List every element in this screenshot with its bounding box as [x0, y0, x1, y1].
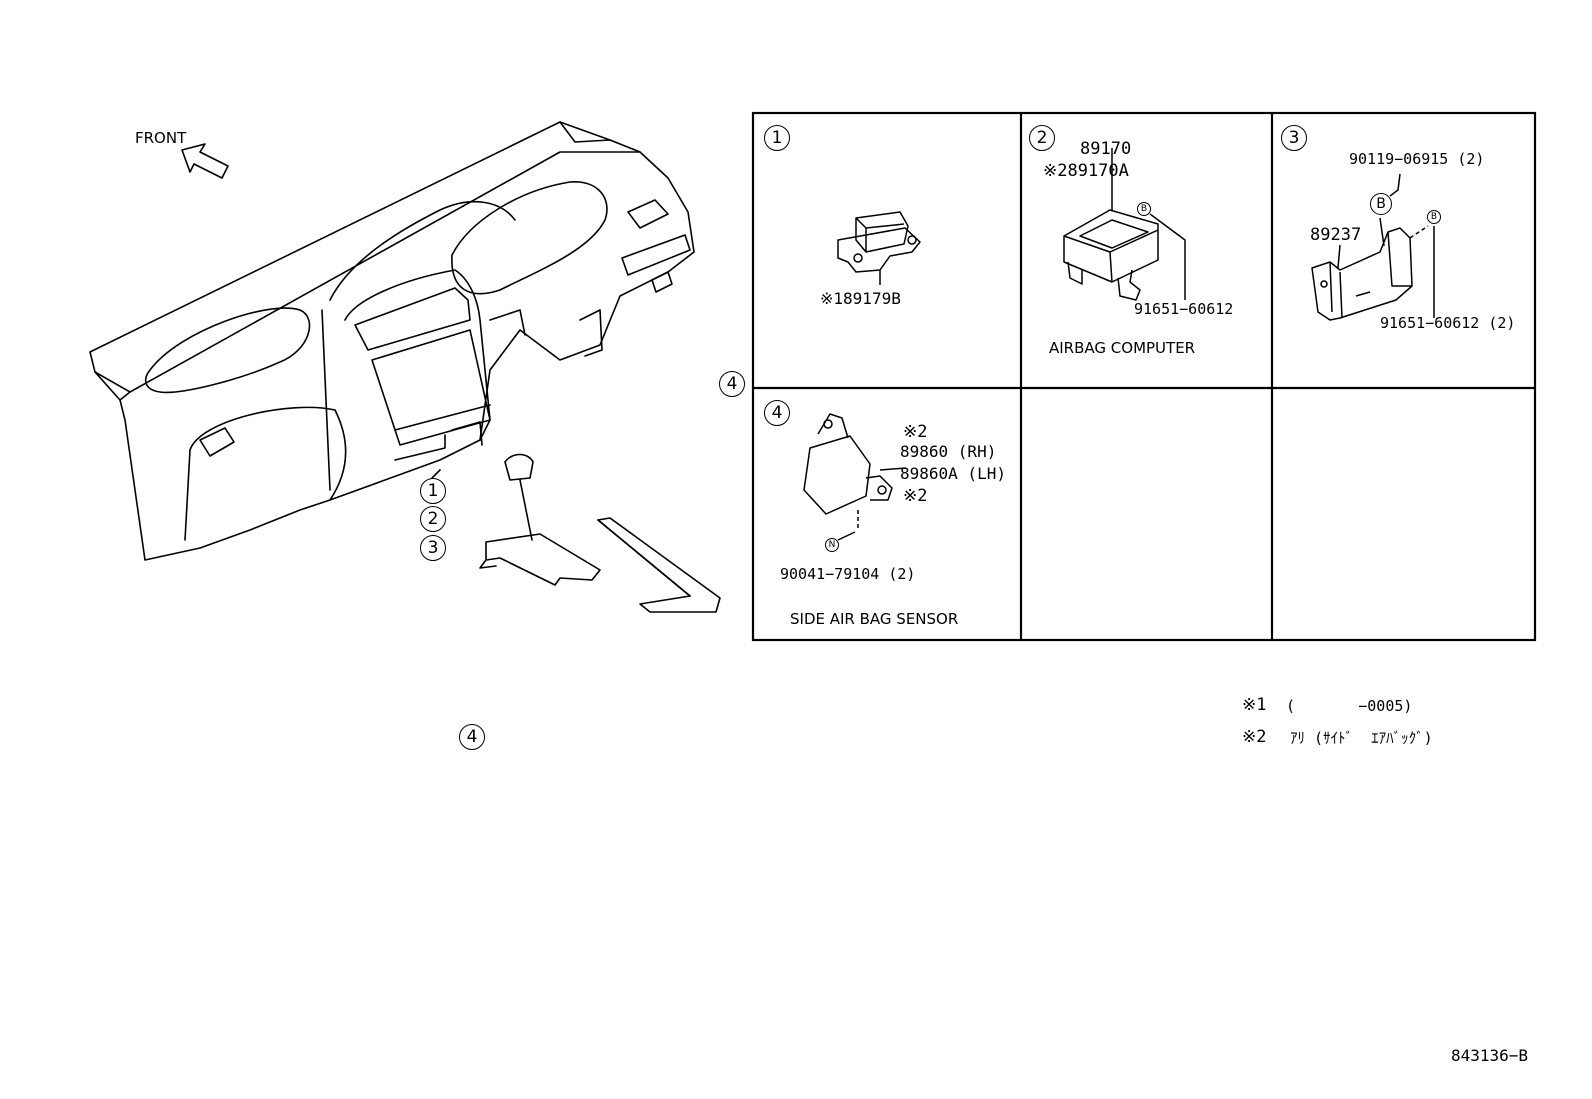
panel3-bracket-drawing	[1311, 173, 1435, 321]
panel3-number: 3	[1281, 125, 1307, 151]
front-label: FRONT	[135, 129, 187, 147]
panel1-number-text: 1	[771, 127, 783, 148]
callout-4-bottom: 4	[459, 724, 485, 750]
callout-leader	[431, 469, 441, 479]
callout-3-number: 3	[427, 537, 439, 558]
diagram-code: 843136−B	[1451, 1046, 1529, 1065]
panel4-part-rh: 89860 (RH)	[900, 442, 997, 461]
panel3-bolt-marker-2: B	[1427, 210, 1441, 224]
panel4-note-1: ※2	[903, 422, 928, 442]
panel2-bolt-marker-text: B	[1140, 203, 1148, 214]
panel4-nut-marker-text: N	[828, 539, 836, 550]
panel3-part-1: 90119−06915 (2)	[1349, 150, 1485, 168]
panel2-caption: AIRBAG COMPUTER	[1049, 339, 1196, 357]
panel4-caption: SIDE AIR BAG SENSOR	[790, 610, 959, 628]
instrument-panel-drawing	[89, 121, 695, 561]
panel2-part-2: ※289170A	[1043, 161, 1129, 181]
panel4-nut-marker: N	[825, 538, 839, 552]
panel2-number: 2	[1029, 125, 1055, 151]
panel2-number-text: 2	[1036, 127, 1048, 148]
panel3-bolt-marker-1: B	[1370, 193, 1392, 215]
panel1-part-1: ※189179B	[820, 289, 901, 308]
front-arrow	[181, 143, 229, 179]
shift-console-drawing	[479, 453, 721, 613]
panel4-part-lh: 89860A (LH)	[900, 464, 1006, 483]
panel4-number-text: 4	[771, 402, 783, 423]
note-1-mark: ※1	[1242, 695, 1267, 715]
panel4-number: 4	[764, 400, 790, 426]
panel4-sensor-drawing	[803, 413, 907, 541]
panel2-bolt-marker: B	[1137, 202, 1151, 216]
panel4-part-5: 90041−79104 (2)	[780, 565, 916, 583]
panel3-number-text: 3	[1288, 127, 1300, 148]
callout-4-side: 4	[719, 371, 745, 397]
note-1-text: ( −0005)	[1286, 697, 1413, 715]
panel2-computer-drawing	[1063, 148, 1186, 301]
panel3-bolt-marker-2-text: B	[1430, 211, 1438, 222]
panel2-part-1: 89170	[1080, 139, 1132, 159]
note-2-text: ｱﾘ (ｻｲﾄﾞ ｴｱﾊﾞｯｸﾞ)	[1290, 729, 1433, 747]
callout-1: 1	[420, 478, 446, 504]
panel2-part-3: 91651−60612	[1134, 300, 1234, 318]
parts-table-grid	[751, 111, 1537, 642]
note-2-mark: ※2	[1242, 727, 1267, 747]
callout-4-side-number: 4	[726, 373, 738, 394]
callout-4-bottom-number: 4	[466, 726, 478, 747]
panel3-part-2: 89237	[1310, 225, 1362, 245]
panel3-bolt-marker-1-text: B	[1376, 196, 1386, 212]
callout-1-number: 1	[427, 480, 439, 501]
panel1-sensor-drawing	[837, 211, 921, 285]
panel1-number: 1	[764, 125, 790, 151]
callout-2-number: 2	[427, 508, 439, 529]
callout-2: 2	[420, 506, 446, 532]
callout-3: 3	[420, 535, 446, 561]
panel4-note-2: ※2	[903, 486, 928, 506]
panel3-part-3: 91651−60612 (2)	[1380, 314, 1516, 332]
